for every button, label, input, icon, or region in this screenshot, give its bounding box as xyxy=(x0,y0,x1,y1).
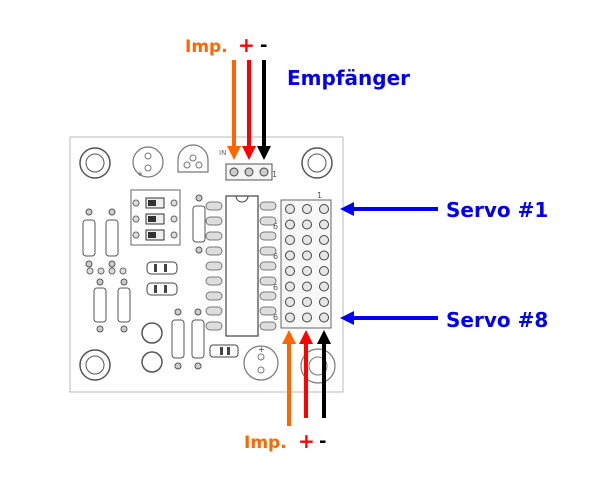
servo1-arrow xyxy=(340,202,438,216)
servo-header-num-row: 6 xyxy=(273,222,278,231)
servo-header-num-row: 6 xyxy=(273,252,278,261)
ic-pin-pad xyxy=(259,321,277,331)
capacitor-icon: + xyxy=(132,146,164,178)
servo-pin xyxy=(285,312,295,323)
servo-pin xyxy=(285,250,295,261)
capacitor-icon xyxy=(300,348,336,384)
ic-pin-pad xyxy=(205,216,223,226)
ic-pin-pad xyxy=(259,261,277,271)
ic-pins xyxy=(205,201,277,331)
ic-pin-pad xyxy=(259,306,277,316)
servo-pin xyxy=(285,297,295,307)
dip-switch xyxy=(130,189,181,246)
resistor-icon xyxy=(192,194,206,254)
ic-pin-pad xyxy=(205,291,223,301)
resistor-icon xyxy=(117,278,131,333)
servo-plus-label: + xyxy=(298,429,315,453)
receiver-minus-label: - xyxy=(260,35,267,56)
pad-row xyxy=(86,267,127,275)
servo-pin xyxy=(319,219,329,230)
ic-pin-pad xyxy=(259,246,277,256)
resistor-icon xyxy=(105,208,119,268)
servo-pin xyxy=(285,266,295,276)
servo-pin xyxy=(319,204,329,214)
ceramic-capacitor-icon xyxy=(209,344,239,358)
ic-pin-pad xyxy=(259,201,277,211)
servo-pin xyxy=(302,204,312,214)
servo-pin xyxy=(302,297,312,307)
receiver-imp-label: Imp. xyxy=(185,37,228,57)
servo-pin xyxy=(285,219,295,230)
ceramic-capacitor-icon xyxy=(146,282,178,296)
receiver-wires xyxy=(227,60,271,160)
cap-plus-mark: + xyxy=(258,345,265,354)
ic-pin-pad xyxy=(205,276,223,286)
ic-pin-pad xyxy=(205,261,223,271)
receiver-label: Empfänger xyxy=(287,66,410,90)
servo-pin xyxy=(319,312,329,323)
servo-pin xyxy=(319,266,329,276)
ic-pin-pad xyxy=(205,201,223,211)
servo-pin xyxy=(302,266,312,276)
capacitor-icon: + xyxy=(243,345,279,381)
servo-pin xyxy=(319,250,329,261)
servo-header-num-top: 1 xyxy=(317,191,322,200)
servo-wires xyxy=(282,330,331,426)
regulator-icon xyxy=(177,144,209,173)
crystal-icon xyxy=(141,322,163,373)
mounting-hole-icon xyxy=(79,147,111,179)
ic-pin-pad xyxy=(259,291,277,301)
servo-last-label: Servo #8 xyxy=(446,308,548,332)
servo-pins xyxy=(285,204,329,323)
mounting-hole-icon xyxy=(79,349,111,381)
servo-pin xyxy=(302,219,312,230)
servo-imp-label: Imp. xyxy=(244,433,287,453)
ic-chip xyxy=(225,195,259,337)
receiver-header: IN 1 xyxy=(219,149,277,181)
ic-pin-pad xyxy=(205,246,223,256)
resistor-icon xyxy=(93,278,107,333)
mounting-hole-icon xyxy=(301,147,333,179)
ic-pin-pad xyxy=(205,321,223,331)
servo-pin xyxy=(285,281,295,292)
servo-pin xyxy=(285,235,295,245)
in-label: IN xyxy=(219,149,226,157)
resistor-icon xyxy=(191,308,205,370)
servo-pin xyxy=(285,204,295,214)
servo8-arrow xyxy=(340,311,438,325)
resistor-icon xyxy=(82,208,96,268)
pin1-label: 1 xyxy=(272,170,277,179)
cap-plus-mark: + xyxy=(137,170,143,178)
servo-pin xyxy=(302,235,312,245)
ic-pin-pad xyxy=(259,231,277,241)
servo-pin xyxy=(302,281,312,292)
servo-pin xyxy=(319,297,329,307)
receiver-plus-label: + xyxy=(238,33,255,57)
servo-pin xyxy=(319,235,329,245)
ic-pin-pad xyxy=(205,231,223,241)
servo-minus-label: - xyxy=(319,431,326,452)
servo-header-block xyxy=(280,199,332,329)
servo-first-label: Servo #1 xyxy=(446,198,548,222)
ic-pin-pad xyxy=(259,216,277,226)
ceramic-capacitor-icon xyxy=(146,261,178,275)
servo-header-num-row: 6 xyxy=(273,313,278,322)
servo-header-num-row: 6 xyxy=(273,283,278,292)
servo-pin xyxy=(302,250,312,261)
servo-pin xyxy=(302,312,312,323)
resistor-icon xyxy=(171,308,185,370)
ic-pin-pad xyxy=(205,306,223,316)
servo-pin xyxy=(319,281,329,292)
ic-pin-pad xyxy=(259,276,277,286)
